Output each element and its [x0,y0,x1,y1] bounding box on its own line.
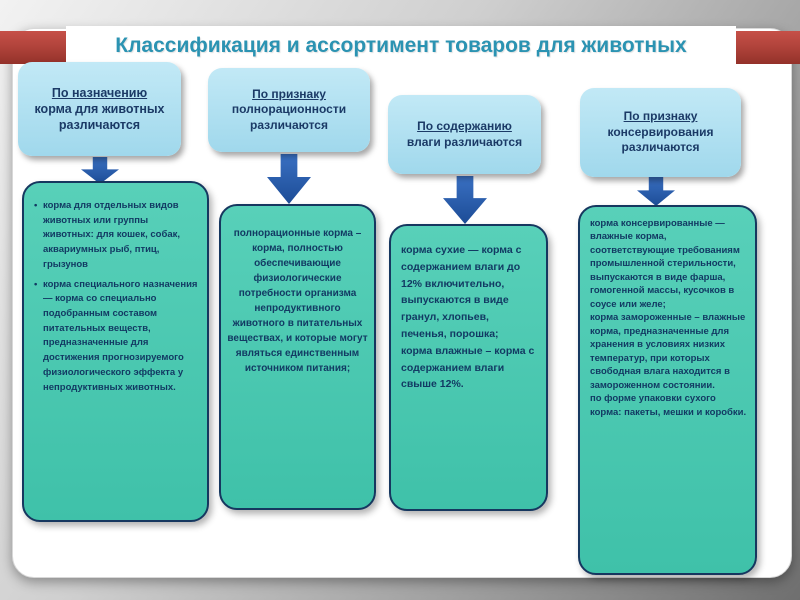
definition-box-full-ration: полнорационные корма – корма, полностью … [219,204,376,510]
definition-text: корма влажные – корма с содержанием влаг… [401,344,535,391]
category-box-moisture: По содержанию влаги различаются [388,95,541,174]
category-label-rest: полнорационности различаются [231,102,347,132]
definition-text: корма замороженные – влажные корма, пред… [590,312,746,391]
category-label: По признаку полнорационности различаются [218,87,360,134]
list-item: корма специального назначения — корма со… [34,278,199,396]
list-item-text: корма специального назначения — корма со… [43,278,198,393]
category-box-purpose: По назначению корма для животных различа… [18,62,181,156]
category-label-underlined: По назначению [51,85,148,100]
definition-text: по форме упаковки сухого корма: пакеты, … [590,393,747,418]
category-label: По признаку консервирования различаются [590,109,731,156]
list-item: корма для отдельных видов животных или г… [34,199,199,273]
category-label-rest: влаги различаются [406,134,523,149]
definition-text: корма сухие — корма с содержанием влаги … [401,244,522,340]
category-label: По содержанию влаги различаются [398,119,531,150]
category-box-preservation: По признаку консервирования различаются [580,88,741,177]
page-title: Классификация и ассортимент товаров для … [115,34,687,57]
category-label-rest: корма для животных различаются [34,101,165,133]
category-label-underlined: По признаку [623,109,698,124]
category-label-underlined: По содержанию [417,118,512,133]
definition-text: полнорационные корма – корма, полностью … [227,228,368,374]
definition-box-moisture: корма сухие — корма с содержанием влаги … [389,224,548,511]
definition-box-purpose: корма для отдельных видов животных или г… [22,181,209,522]
definition-box-preservation: корма консервированные — влажные корма, … [578,205,757,575]
definition-text: корма консервированные — влажные корма, … [590,218,740,310]
title-panel: Классификация и ассортимент товаров для … [66,26,736,66]
category-box-full-ration: По признаку полнорационности различаются [208,68,370,152]
category-label: По назначению корма для животных различа… [28,85,171,134]
list-item-text: корма для отдельных видов животных или г… [43,200,180,270]
category-label-underlined: По признаку [252,86,326,101]
category-label-rest: консервирования различаются [607,124,714,155]
